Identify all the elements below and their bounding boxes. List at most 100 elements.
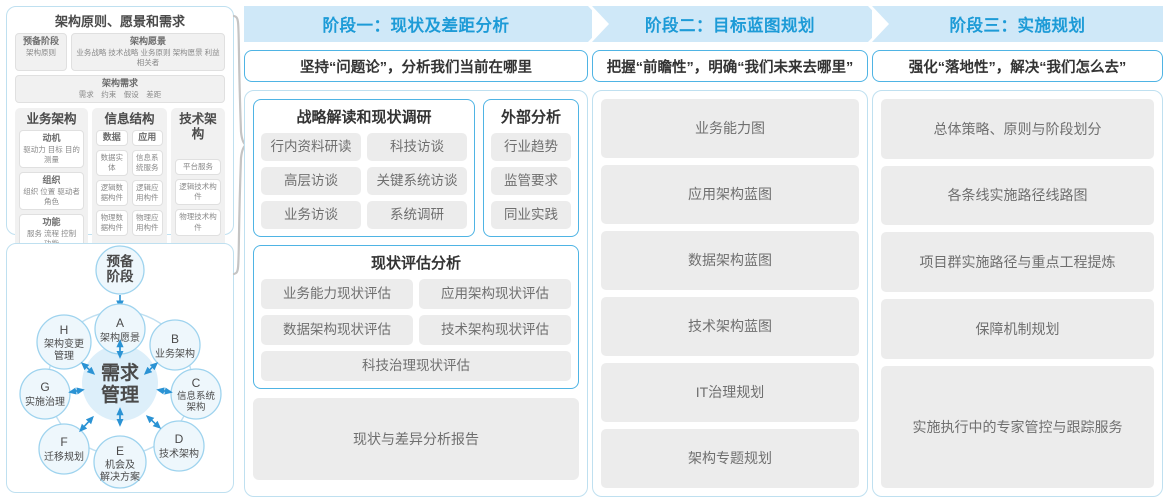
adm-node-c-label-2: 架构 <box>186 401 205 413</box>
adm-node-a-label: 架构愿景 <box>100 331 140 344</box>
list-item[interactable]: 应用架构现状评估 <box>419 279 571 309</box>
phase-2-subtitle: 把握“前瞻性”，明确“我们未来去哪里” <box>592 50 868 82</box>
list-item[interactable]: 项目群实施路径与重点工程提炼 <box>881 232 1154 293</box>
block-items: 驱动力 目标 目的 测量 <box>23 144 80 164</box>
adm-node-a-key: A <box>116 316 124 330</box>
list-item[interactable]: 数据架构现状评估 <box>261 315 413 345</box>
subcol-item: 物理数据构件 <box>96 210 128 237</box>
block-title: 功能 <box>42 216 61 227</box>
phase-3-column: 阶段三：实施规划 强化“落地性”，解决“我们怎么去” 总体策略、原则与阶段划分 … <box>872 6 1163 497</box>
external-analysis-title: 外部分析 <box>500 109 561 126</box>
item-label: 逻辑技术构件 <box>179 182 217 202</box>
list-item[interactable]: 各条线实施路径线路图 <box>881 165 1154 226</box>
list-item[interactable]: 数据架构蓝图 <box>601 231 859 290</box>
item-label: 数据实体 <box>100 152 124 172</box>
phase-3-subtitle: 强化“落地性”，解决“我们怎么去” <box>872 50 1163 82</box>
togaf-title: 架构原则、愿景和需求 <box>54 14 185 29</box>
list-item[interactable]: 关键系统访谈 <box>367 167 467 195</box>
block-title: 组织 <box>42 174 61 185</box>
list-item[interactable]: 架构专题规划 <box>601 429 859 488</box>
assessment-title: 现状评估分析 <box>370 255 461 272</box>
subcol-item: 信息系统服务 <box>131 149 164 176</box>
togaf-column-information: 信息结构 数据 数据实体 逻辑数据构件 <box>92 108 167 257</box>
adm-node-e <box>93 435 147 489</box>
list-item[interactable]: 行内资料研读 <box>261 133 361 161</box>
adm-cycle-diagram: 预备 阶段 需求 管理 A 架构愿景 B 业务架构 <box>19 245 222 489</box>
togaf-column-technology: 技术架构 平台服务 逻辑技术构件 物理技术构件 <box>171 108 225 257</box>
list-item[interactable]: IT治理规划 <box>601 363 859 422</box>
phase-3-body: 总体策略、原则与阶段划分 各条线实施路径线路图 项目群实施路径与重点工程提炼 保… <box>872 90 1163 497</box>
list-item[interactable]: 科技访谈 <box>367 133 467 161</box>
phase-1-banner: 阶段一：现状及差距分析 <box>244 6 605 42</box>
adm-center-label-2: 管理 <box>101 383 139 406</box>
list-item[interactable]: 保障机制规划 <box>881 299 1154 359</box>
togaf-content-framework-card: 架构原则、愿景和需求 预备阶段 架构原则 架构愿景 业务战略 技术战略 业务原则… <box>6 6 234 310</box>
adm-node-e-key: E <box>116 444 124 458</box>
phase-1-body: 战略解读和现状调研 行内资料研读 科技访谈 高层访谈 关键系统访谈 业务访谈 系… <box>244 90 588 497</box>
togaf-prep-items: 架构原则 <box>26 47 56 57</box>
assessment-full-item-wrap: 科技治理现状评估 <box>261 351 571 381</box>
adm-node-b-label: 业务架构 <box>155 347 195 360</box>
adm-node-b <box>149 319 201 371</box>
list-item[interactable]: 应用架构蓝图 <box>601 165 859 224</box>
togaf-requirements-chip: 架构需求 需求 约束 假设 差距 <box>15 75 225 103</box>
tech-item: 物理技术构件 <box>175 209 221 236</box>
external-analysis-card: 外部分析 行业趋势 监管要求 同业实践 <box>483 99 579 237</box>
list-item[interactable]: 业务访谈 <box>261 201 361 229</box>
item-label: 平台服务 <box>183 162 213 171</box>
subcol-header: 数据 <box>96 130 128 146</box>
external-analysis-items: 行业趋势 监管要求 同业实践 <box>491 133 571 229</box>
list-item[interactable]: 系统调研 <box>367 201 467 229</box>
togaf-vision-chip: 架构愿景 业务战略 技术战略 业务原则 架构愿景 利益相关者 <box>71 33 225 72</box>
adm-node-d-key: D <box>175 432 184 446</box>
phase-2-column: 阶段二：目标蓝图规划 把握“前瞻性”，明确“我们未来去哪里” 业务能力图 应用架… <box>592 6 885 497</box>
list-item-governance[interactable]: 科技治理现状评估 <box>261 351 571 381</box>
adm-center-node <box>82 345 158 421</box>
togaf-col-information-header: 信息结构 <box>104 112 155 126</box>
subcol-header: 应用 <box>131 130 164 146</box>
togaf-column-business: 业务架构 动机 驱动力 目标 目的 测量 组织 组织 位置 驱动者 角色 功能 <box>15 108 89 257</box>
item-label: 物理应用构件 <box>136 213 159 233</box>
list-item[interactable]: 行业趋势 <box>491 133 571 161</box>
adm-node-e-label-1: 机会及 <box>105 458 135 471</box>
adm-node-c-label-1: 信息系统 <box>177 390 216 402</box>
tech-item: 逻辑技术构件 <box>175 179 221 206</box>
adm-node-f-label: 迁移规划 <box>44 450 84 463</box>
adm-node-h-label-2: 管理 <box>54 349 74 362</box>
adm-prep-label-2: 阶段 <box>107 268 134 284</box>
left-reference-panel: 架构原则、愿景和需求 预备阶段 架构原则 架构愿景 业务战略 技术战略 业务原则… <box>6 6 234 493</box>
list-item[interactable]: 业务能力图 <box>601 99 859 158</box>
list-item[interactable]: 技术架构蓝图 <box>601 297 859 356</box>
item-label: 信息系统服务 <box>136 152 159 172</box>
togaf-col-business-header: 业务架构 <box>26 112 77 126</box>
adm-node-e-label-2: 解决方案 <box>100 470 140 483</box>
subcol-title: 应用 <box>138 132 157 142</box>
list-item[interactable]: 高层访谈 <box>261 167 361 195</box>
togaf-subcolumn-data: 数据 数据实体 逻辑数据构件 物理数据构件 <box>96 130 128 237</box>
togaf-business-block: 组织 组织 位置 驱动者 角色 <box>19 171 85 210</box>
phase-3-banner: 阶段三：实施规划 <box>872 6 1163 42</box>
list-item[interactable]: 同业实践 <box>491 201 571 229</box>
adm-node-d <box>153 420 205 472</box>
togaf-col-technology-header: 技术架构 <box>179 112 217 141</box>
list-item[interactable]: 总体策略、原则与阶段划分 <box>881 99 1154 159</box>
adm-node-h-label-1: 架构变更 <box>44 337 84 350</box>
phase-2-body: 业务能力图 应用架构蓝图 数据架构蓝图 技术架构蓝图 IT治理规划 架构专题规划 <box>592 90 868 497</box>
strategy-research-items: 行内资料研读 科技访谈 高层访谈 关键系统访谈 业务访谈 系统调研 <box>261 133 467 229</box>
current-state-assessment-card: 现状评估分析 业务能力现状评估 应用架构现状评估 数据架构现状评估 技术架构现状… <box>253 245 579 389</box>
adm-node-d-label: 技术架构 <box>159 447 199 460</box>
adm-prep-label-1: 预备 <box>107 253 134 269</box>
phase-1-top-row: 战略解读和现状调研 行内资料研读 科技访谈 高层访谈 关键系统访谈 业务访谈 系… <box>253 99 579 237</box>
togaf-vision-items: 业务战略 技术战略 业务原则 架构愿景 利益相关者 <box>76 47 220 68</box>
list-item[interactable]: 监管要求 <box>491 167 571 195</box>
list-item[interactable]: 业务能力现状评估 <box>261 279 413 309</box>
subcol-item: 逻辑数据构件 <box>96 179 128 207</box>
togaf-domain-columns: 业务架构 动机 驱动力 目标 目的 测量 组织 组织 位置 驱动者 角色 功能 <box>15 108 225 257</box>
phase-1-report-card[interactable]: 现状与差异分析报告 <box>253 398 579 480</box>
adm-node-b-key: B <box>171 332 179 346</box>
list-item[interactable]: 技术架构现状评估 <box>419 315 571 345</box>
phase-1-subtitle: 坚持“问题论”，分析我们当前在哪里 <box>244 50 588 82</box>
strategy-research-title: 战略解读和现状调研 <box>296 109 432 126</box>
adm-node-h <box>36 314 92 370</box>
list-item-expert-support[interactable]: 实施执行中的专家管控与跟踪服务 <box>881 365 1154 489</box>
